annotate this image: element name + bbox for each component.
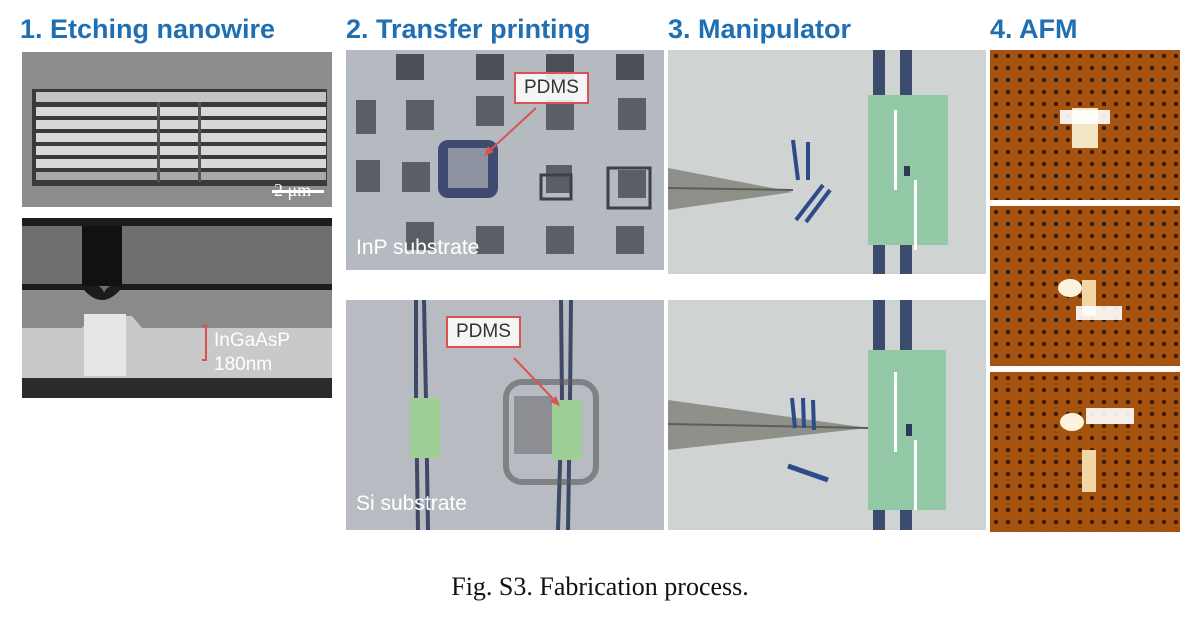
- transfer-printing-inp: PDMS InP substrate: [346, 50, 664, 270]
- sem-top-graphic: [22, 52, 332, 207]
- afm-image-1-graphic: [990, 50, 1180, 200]
- heading-etching-nanowire: 1. Etching nanowire: [20, 14, 276, 44]
- pdms-label-bottom: PDMS: [446, 316, 521, 348]
- afm-image-3-graphic: [990, 372, 1180, 532]
- si-substrate-label: Si substrate: [356, 492, 467, 515]
- heading-manipulator: 3. Manipulator: [668, 14, 852, 44]
- heading-transfer-printing: 2. Transfer printing: [346, 14, 591, 44]
- figure-caption: Fig. S3. Fabrication process.: [451, 572, 749, 601]
- scale-bar-label: 2 μm: [274, 180, 312, 200]
- manipulator-image-top: [668, 50, 986, 274]
- heading-afm: 4. AFM: [990, 14, 1078, 44]
- sem-bottom-graphic: [22, 218, 332, 398]
- inp-substrate-graphic: [346, 50, 664, 270]
- inp-substrate-label: InP substrate: [356, 236, 480, 259]
- pdms-label-top: PDMS: [514, 72, 589, 104]
- afm-image-2: [990, 206, 1180, 366]
- afm-image-3: [990, 372, 1180, 532]
- manipulator-bottom-graphic: [668, 300, 986, 530]
- material-label: InGaAsP: [214, 330, 291, 351]
- manipulator-image-bottom: [668, 300, 986, 530]
- sem-image-bottom: InGaAsP 180nm: [22, 218, 332, 398]
- sem-image-top: 2 μm: [22, 52, 332, 207]
- afm-image-1: [990, 50, 1180, 200]
- manipulator-top-graphic: [668, 50, 986, 274]
- thickness-label: 180nm: [214, 354, 273, 375]
- transfer-printing-si: PDMS Si substrate: [346, 300, 664, 530]
- afm-image-2-graphic: [990, 206, 1180, 366]
